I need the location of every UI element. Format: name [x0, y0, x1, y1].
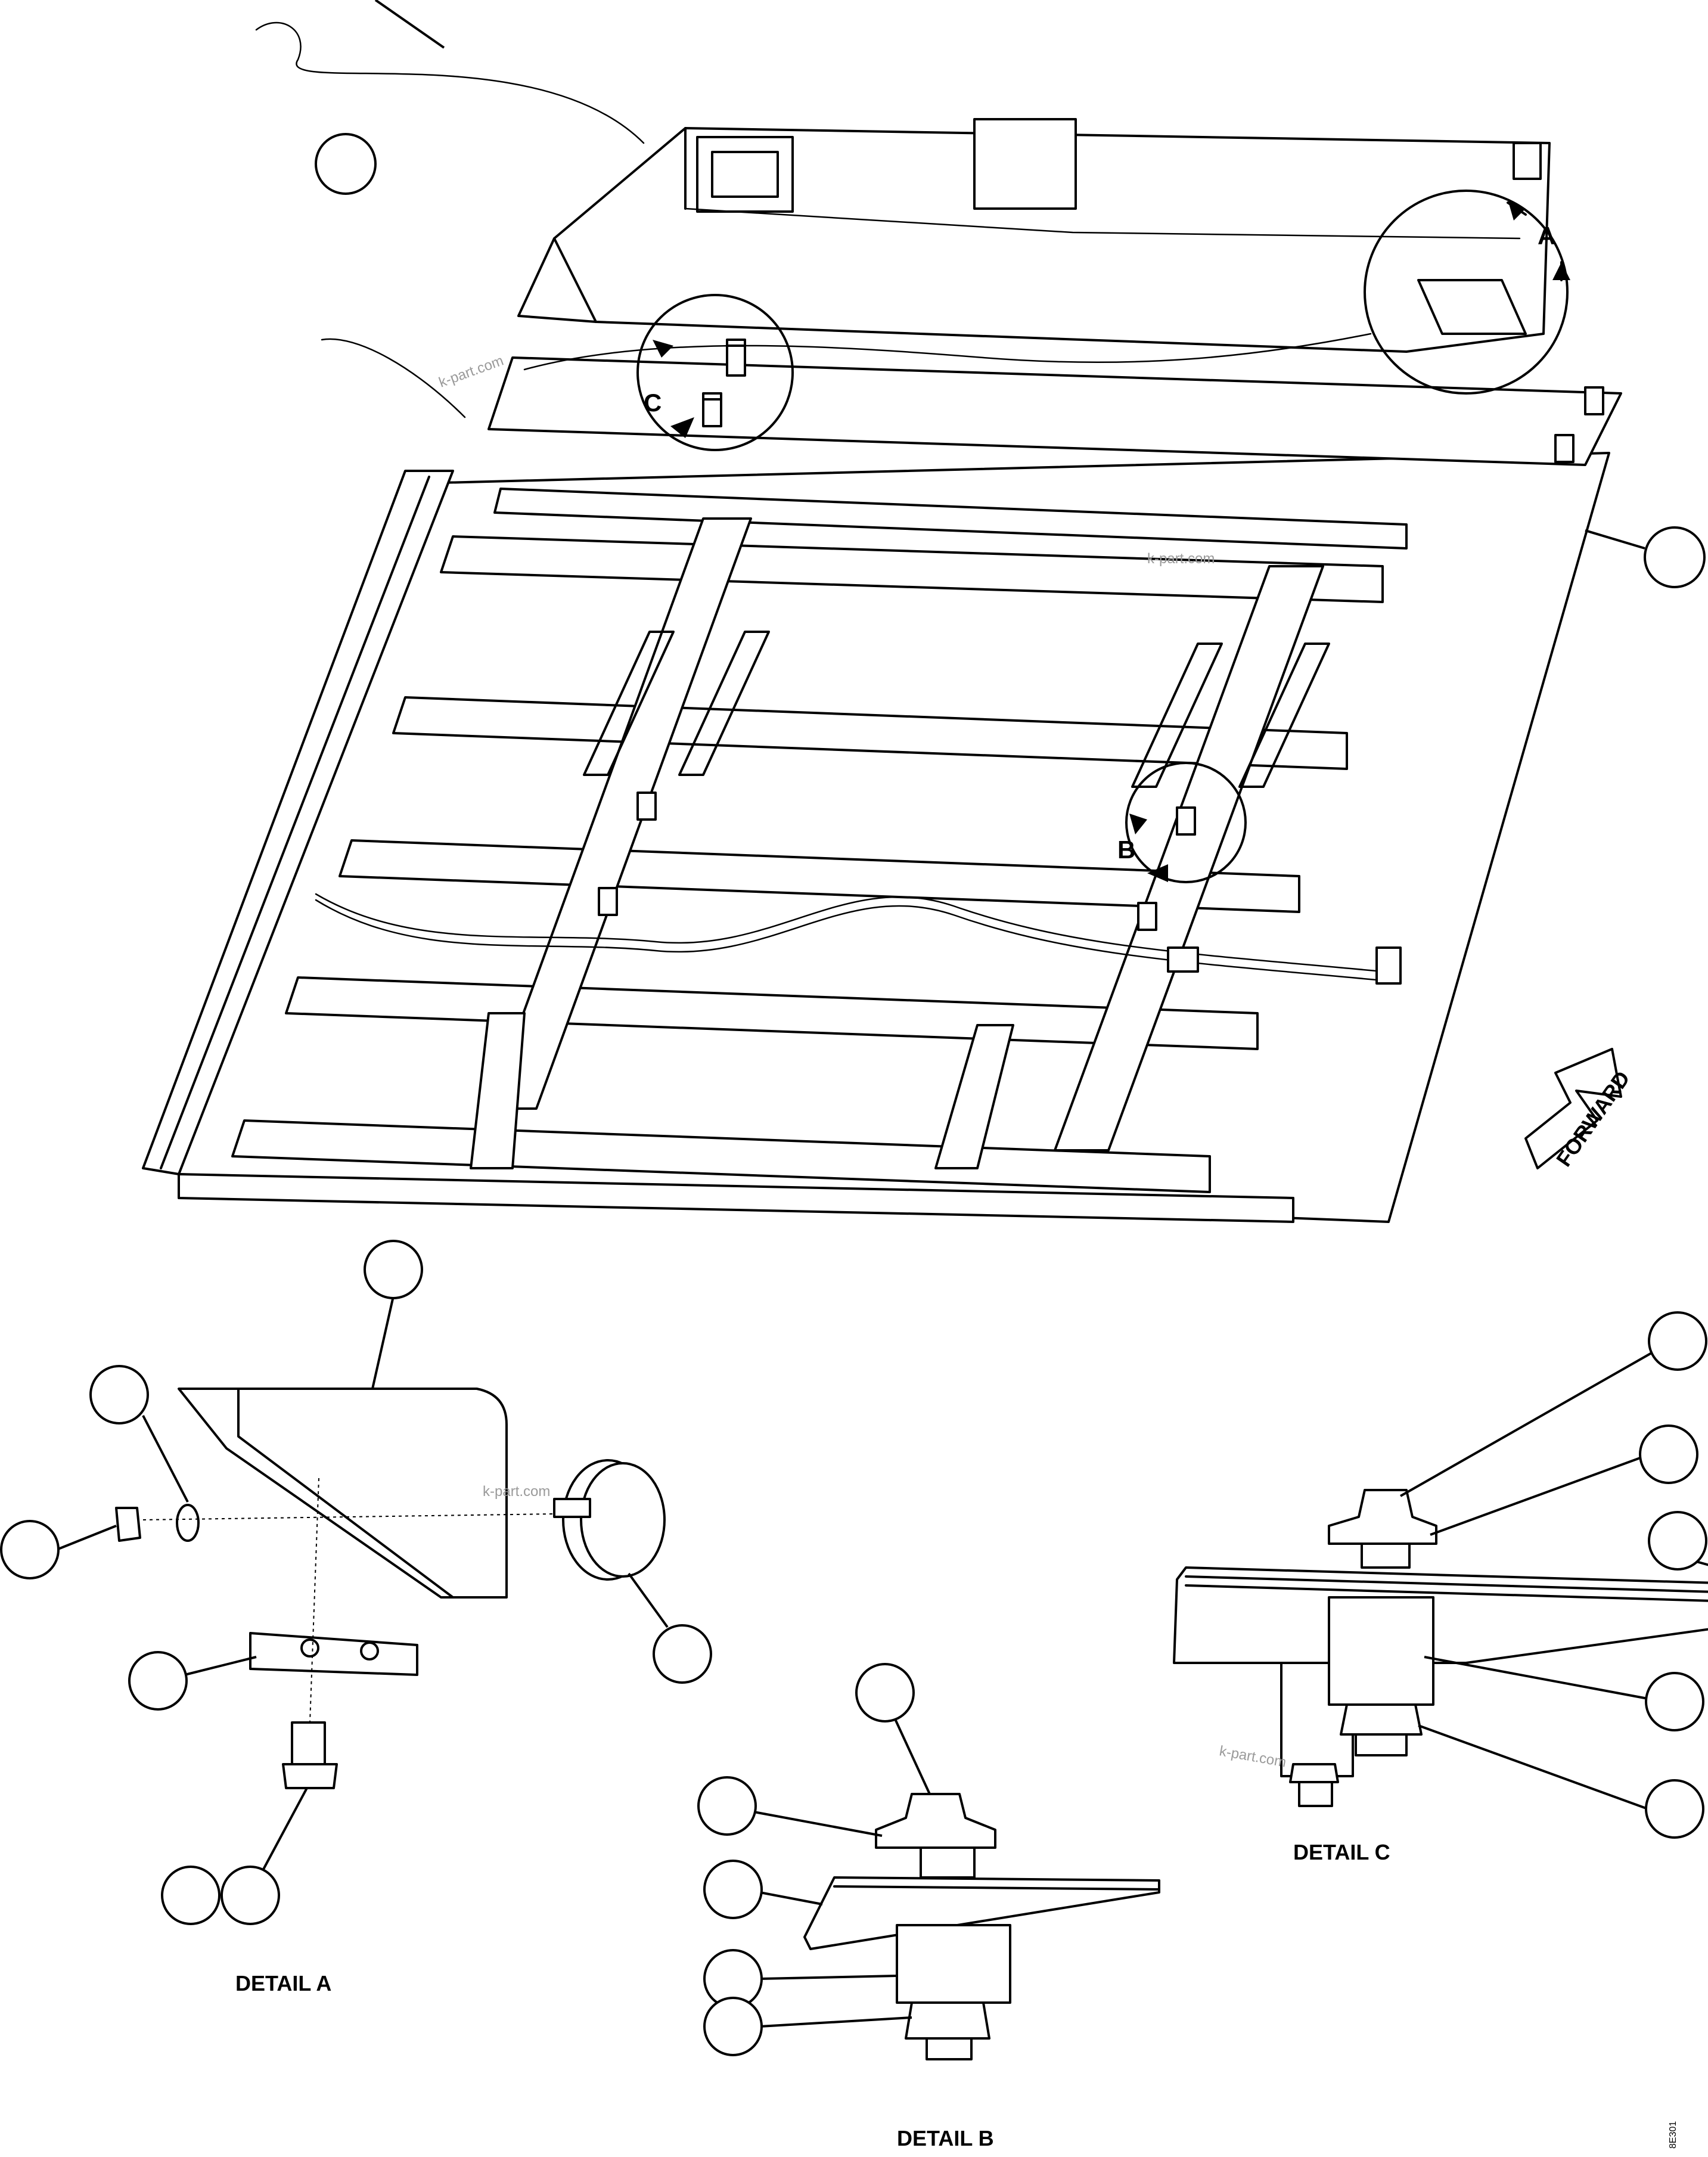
callout-a-washer[interactable]	[89, 1365, 189, 1503]
detail-b-caption: DETAIL B	[897, 2126, 994, 2150]
callout-a-bolt-2[interactable]	[221, 1787, 308, 1925]
callout-b-nut-bottom[interactable]	[703, 1997, 912, 2056]
callout-a-nut[interactable]	[0, 1520, 117, 1579]
callout-b-washer[interactable]	[697, 1776, 883, 1837]
watermark: k-part.com	[483, 1483, 550, 1500]
detail-c-view: DETAIL C	[1173, 1489, 1708, 1864]
callout-c-nut-bottom[interactable]	[1418, 1724, 1704, 1839]
callout-main-floor[interactable]	[1585, 526, 1706, 588]
detail-b-letter: B	[1117, 836, 1135, 864]
main-assembly	[142, 21, 1622, 1223]
callout-c-washer[interactable]	[1430, 1424, 1698, 1536]
callout-b-bracket[interactable]	[703, 1860, 823, 1919]
detail-a-circle[interactable]: A	[1364, 190, 1570, 395]
detail-b-circle[interactable]: B	[1117, 762, 1247, 883]
watermark: k-part.com	[437, 352, 506, 390]
detail-a-letter: A	[1538, 222, 1555, 250]
detail-c-caption: DETAIL C	[1293, 1840, 1390, 1864]
callout-a-bracket[interactable]	[364, 1240, 423, 1389]
callout-c-isolator[interactable]	[1424, 1656, 1704, 1731]
forward-arrow: FORWARD	[1524, 1048, 1635, 1171]
watermark: k-part.com	[1218, 1743, 1287, 1770]
watermark: k-part.com	[1147, 551, 1215, 567]
detail-c-letter: C	[644, 389, 662, 417]
detail-c-circle[interactable]: C	[636, 294, 794, 451]
callout-main-harness[interactable]	[315, 0, 445, 195]
callout-b-nut-top[interactable]	[855, 1663, 931, 1795]
detail-a-view: DETAIL A	[115, 1388, 666, 1995]
detail-a-caption: DETAIL A	[235, 1971, 331, 1995]
detail-b-view: DETAIL B	[803, 1793, 1160, 2150]
callout-a-isolator[interactable]	[628, 1572, 712, 1684]
callout-a-plate[interactable]	[128, 1651, 257, 1711]
callout-c-nut-top[interactable]	[1400, 1311, 1707, 1497]
figure-code: 8E301	[1668, 2121, 1678, 2149]
callout-a-bolt-1[interactable]	[161, 1866, 221, 1925]
callout-c-bracket[interactable]	[1648, 1511, 1708, 1585]
